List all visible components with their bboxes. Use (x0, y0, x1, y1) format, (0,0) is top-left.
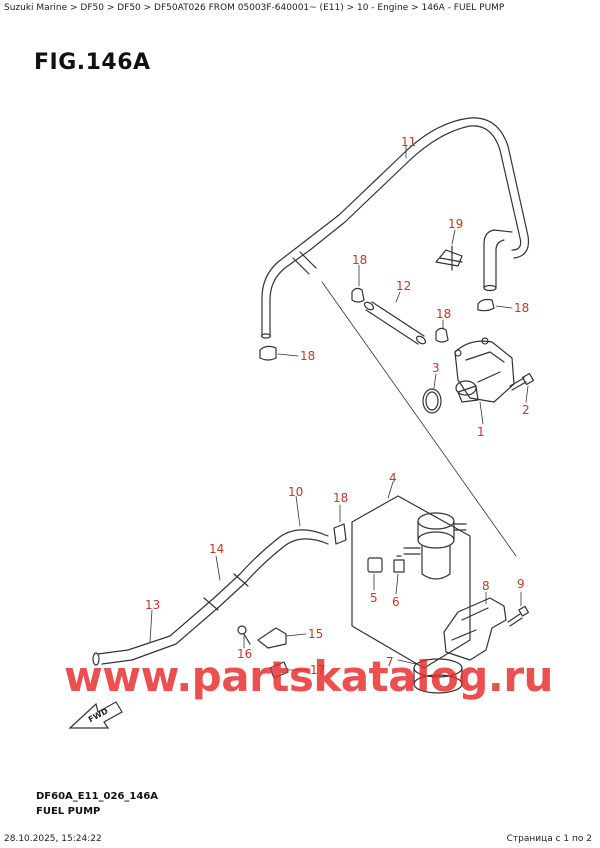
callout-9: 9 (517, 577, 525, 591)
fwd-arrow-icon: FWD (68, 701, 123, 729)
callout-14: 14 (209, 542, 224, 556)
callout-18-left: 18 (300, 349, 315, 363)
callout-11: 11 (401, 135, 416, 149)
callout-16: 16 (237, 647, 252, 661)
callout-15: 15 (308, 627, 323, 641)
footer-timestamp: 28.10.2025, 15:24:22 (4, 834, 102, 844)
diagram-subtitle: FUEL PUMP (36, 806, 101, 817)
figure-title: FIG.146A (34, 50, 151, 75)
hose-11 (269, 125, 522, 336)
callout-1: 1 (477, 425, 485, 439)
breadcrumb: Suzuki Marine > DF50 > DF50 > DF50AT026 … (4, 3, 505, 13)
diagram-code: DF60A_E11_026_146A (36, 791, 159, 802)
callout-2: 2 (522, 403, 530, 417)
callout-12: 12 (396, 279, 411, 293)
callout-4: 4 (389, 471, 397, 485)
callout-7: 7 (386, 655, 394, 669)
callout-18-right: 18 (514, 301, 529, 315)
callout-18-lower: 18 (333, 491, 348, 505)
callout-5: 5 (370, 591, 378, 605)
callout-8: 8 (482, 579, 490, 593)
callout-13: 13 (145, 598, 160, 612)
footer-page-info: Страница с 1 по 2 (506, 834, 592, 844)
watermark: www.partskatalog.ru (64, 652, 553, 701)
callout-18-upper: 18 (352, 253, 367, 267)
callout-6: 6 (392, 595, 400, 609)
callout-10: 10 (288, 485, 303, 499)
callout-3: 3 (432, 361, 440, 375)
callout-18-middle: 18 (436, 307, 451, 321)
callout-19: 19 (448, 217, 463, 231)
callout-17: 17 (310, 663, 325, 677)
